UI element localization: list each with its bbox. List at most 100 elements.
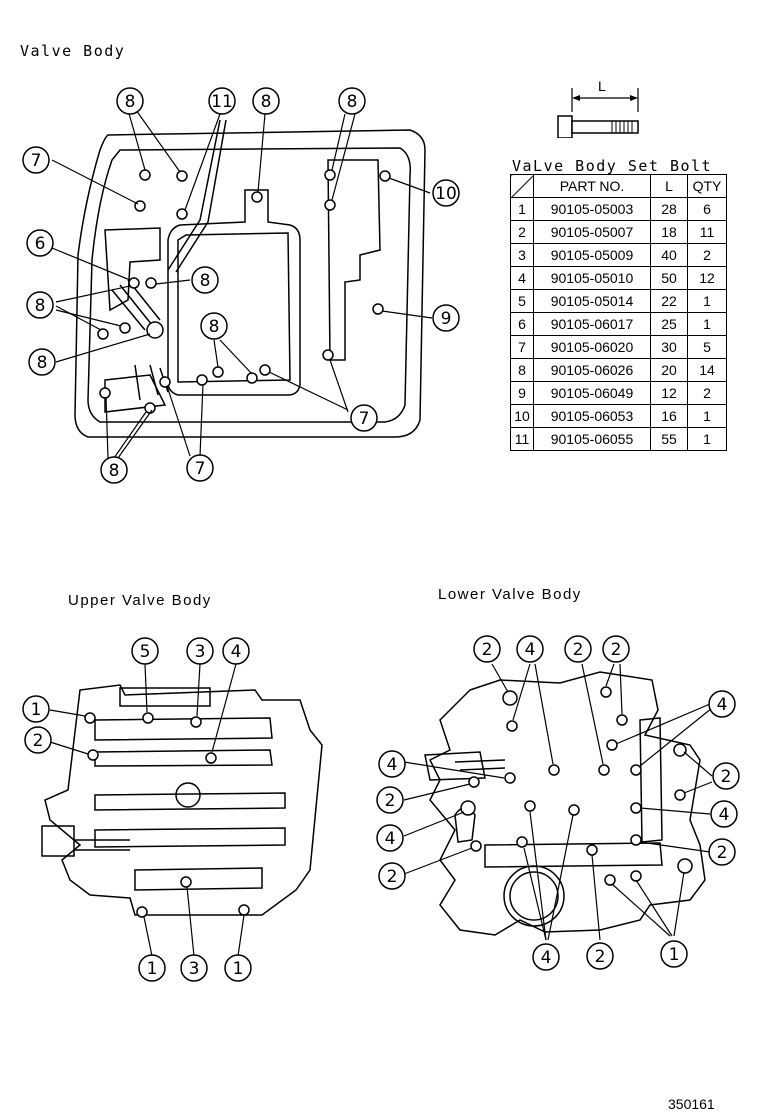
row-number-cell: 11	[510, 427, 534, 451]
callout-label: 8	[125, 92, 136, 112]
callout-circle	[26, 229, 54, 257]
qty-cell: 1	[687, 427, 727, 451]
bolt-length-label: L	[598, 78, 606, 94]
callout-circle	[191, 266, 219, 294]
callout-label: 7	[31, 151, 42, 171]
callout-circle	[516, 635, 544, 663]
length-cell: 18	[650, 220, 688, 244]
row-number-cell: 9	[510, 381, 534, 405]
valve-body-drawing	[74, 119, 426, 438]
qty-cell: 6	[687, 197, 727, 221]
qty-cell: 1	[687, 404, 727, 428]
callout-circle	[28, 348, 56, 376]
length-cell: 25	[650, 312, 688, 336]
callout-circle	[22, 146, 50, 174]
callout-label: 8	[37, 353, 48, 373]
row-number-cell: 7	[510, 335, 534, 359]
callout-label: 2	[595, 947, 606, 967]
callout-circle	[708, 690, 736, 718]
callout-circle	[186, 454, 214, 482]
callout-circle	[376, 824, 404, 852]
callout-circle	[338, 87, 366, 115]
part-number-cell: 90105-05003	[533, 197, 651, 221]
callout-label: 4	[231, 642, 242, 662]
callout-circle	[252, 87, 280, 115]
callout-label: 8	[261, 92, 272, 112]
callout-label: 8	[209, 317, 220, 337]
callout-circle	[138, 954, 166, 982]
callout-circle	[602, 635, 630, 663]
callout-label: 8	[35, 296, 46, 316]
length-cell: 50	[650, 266, 688, 290]
callout-label: 4	[385, 829, 396, 849]
callout-label: 1	[147, 959, 158, 979]
callout-label: 2	[387, 867, 398, 887]
callout-circle	[432, 304, 460, 332]
callout-label: 1	[669, 945, 680, 965]
callout-label: 10	[435, 184, 457, 204]
length-cell: 12	[650, 381, 688, 405]
part-number-cell: 90105-06020	[533, 335, 651, 359]
valve-body-leaders	[51, 109, 433, 459]
callout-circle	[432, 179, 460, 207]
callout-label: 2	[385, 791, 396, 811]
callout-label: 3	[189, 959, 200, 979]
callout-label: 4	[541, 948, 552, 968]
callout-circle	[208, 87, 236, 115]
callout-circle	[180, 954, 208, 982]
callout-circle	[564, 635, 592, 663]
length-cell: 55	[650, 427, 688, 451]
callout-circle	[376, 786, 404, 814]
part-number-cell: 90105-06026	[533, 358, 651, 382]
upper-valve-body-drawing	[41, 684, 323, 916]
callout-label: 6	[35, 234, 46, 254]
callout-label: 9	[441, 309, 452, 329]
figure-code: 350161	[668, 1096, 715, 1112]
callout-label: 1	[233, 959, 244, 979]
callout-circle	[708, 838, 736, 866]
callout-label: 5	[140, 642, 151, 662]
callout-circle	[26, 291, 54, 319]
callout-circle	[378, 750, 406, 778]
part-number-cell: 90105-05010	[533, 266, 651, 290]
callout-label: 4	[719, 805, 730, 825]
upper-valve-body-leaders	[49, 663, 245, 957]
qty-cell: 12	[687, 266, 727, 290]
upper-valve-body-bolts	[84, 712, 250, 918]
lower-valve-body-leaders	[403, 663, 713, 941]
callout-label: 2	[717, 843, 728, 863]
callout-label: 8	[109, 461, 120, 481]
bolt-length-icon: L	[556, 78, 646, 142]
callout-label: 2	[611, 640, 622, 660]
callout-circle	[22, 695, 50, 723]
lower-valve-body-title: Lower Valve Body	[438, 586, 582, 603]
callout-circle	[378, 862, 406, 890]
table-header-row: PART NO. L QTY	[510, 174, 727, 198]
length-cell: 40	[650, 243, 688, 267]
callout-circle	[660, 940, 688, 968]
table-title: VaLve Body Set Bolt	[512, 157, 713, 175]
callout-label: 2	[33, 731, 44, 751]
callout-label: 4	[387, 755, 398, 775]
callout-label: 8	[347, 92, 358, 112]
callout-label: 8	[200, 271, 211, 291]
callout-circle	[224, 954, 252, 982]
row-number-cell: 1	[510, 197, 534, 221]
callout-circle	[222, 637, 250, 665]
callout-circle	[100, 456, 128, 484]
callout-label: 3	[195, 642, 206, 662]
